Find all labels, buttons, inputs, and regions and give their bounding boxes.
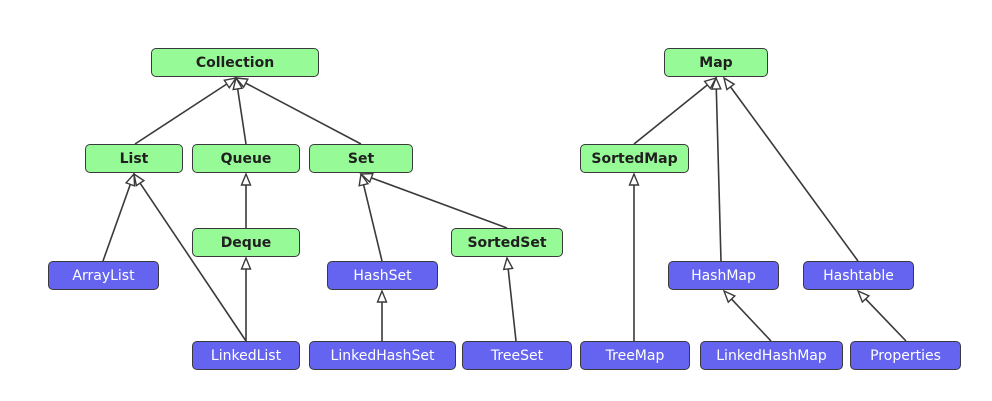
- node-arraylist: ArrayList: [48, 261, 159, 290]
- edge-linkedlist-to-list: [139, 182, 247, 342]
- arrowhead-treemap-to-sortedmap: [628, 172, 640, 186]
- node-deque: Deque: [192, 228, 300, 257]
- edge-properties-to-hashtable: [865, 298, 907, 342]
- node-hashset: HashSet: [327, 261, 438, 290]
- node-sortedmap: SortedMap: [580, 144, 689, 173]
- edge-queue-to-collection: [236, 88, 247, 145]
- edge-linkedhashmap-to-hashmap: [730, 298, 772, 342]
- edge-set-to-collection: [245, 82, 362, 145]
- node-map: Map: [664, 48, 768, 77]
- node-list: List: [85, 144, 183, 173]
- arrowhead-treeset-to-sortedset: [502, 256, 514, 271]
- arrowhead-linkedlist-to-deque: [240, 256, 252, 270]
- node-queue: Queue: [192, 144, 300, 173]
- node-hashtable: Hashtable: [803, 261, 914, 290]
- edge-sortedset-to-set: [371, 177, 508, 229]
- arrowhead-list-to-collection: [223, 76, 238, 90]
- arrowhead-sortedmap-to-map: [703, 76, 718, 90]
- edge-hashset-to-set: [362, 184, 383, 262]
- arrowhead-linkedlist-to-list: [132, 172, 146, 187]
- edge-list-to-collection: [134, 83, 228, 145]
- edge-hashtable-to-map: [729, 86, 859, 262]
- arrowhead-hashset-to-set: [358, 172, 370, 187]
- arrowhead-set-to-collection: [234, 77, 249, 89]
- edge-arraylist-to-list: [102, 184, 132, 262]
- edge-hashmap-to-map: [715, 88, 722, 262]
- arrowhead-properties-to-hashtable: [856, 289, 871, 304]
- arrowhead-deque-to-queue: [240, 172, 252, 186]
- node-sortedset: SortedSet: [451, 228, 563, 257]
- arrowhead-linkedhashset-to-hashset: [376, 289, 388, 303]
- arrowhead-hashtable-to-map: [722, 76, 736, 91]
- node-set: Set: [309, 144, 413, 173]
- node-treeset: TreeSet: [462, 341, 572, 370]
- node-collection: Collection: [151, 48, 319, 77]
- edge-treeset-to-sortedset: [507, 268, 517, 342]
- edge-sortedmap-to-map: [633, 84, 708, 145]
- node-linkedhashset: LinkedHashSet: [309, 341, 456, 370]
- arrowhead-sortedset-to-set: [359, 172, 374, 184]
- arrowhead-arraylist-to-list: [124, 172, 136, 187]
- node-properties: Properties: [850, 341, 961, 370]
- node-hashmap: HashMap: [668, 261, 779, 290]
- arrowhead-linkedhashmap-to-hashmap: [722, 289, 737, 304]
- arrowhead-queue-to-collection: [232, 76, 244, 91]
- node-linkedhashmap: LinkedHashMap: [700, 341, 843, 370]
- node-linkedlist: LinkedList: [192, 341, 300, 370]
- node-treemap: TreeMap: [580, 341, 690, 370]
- arrowhead-hashmap-to-map: [710, 76, 722, 90]
